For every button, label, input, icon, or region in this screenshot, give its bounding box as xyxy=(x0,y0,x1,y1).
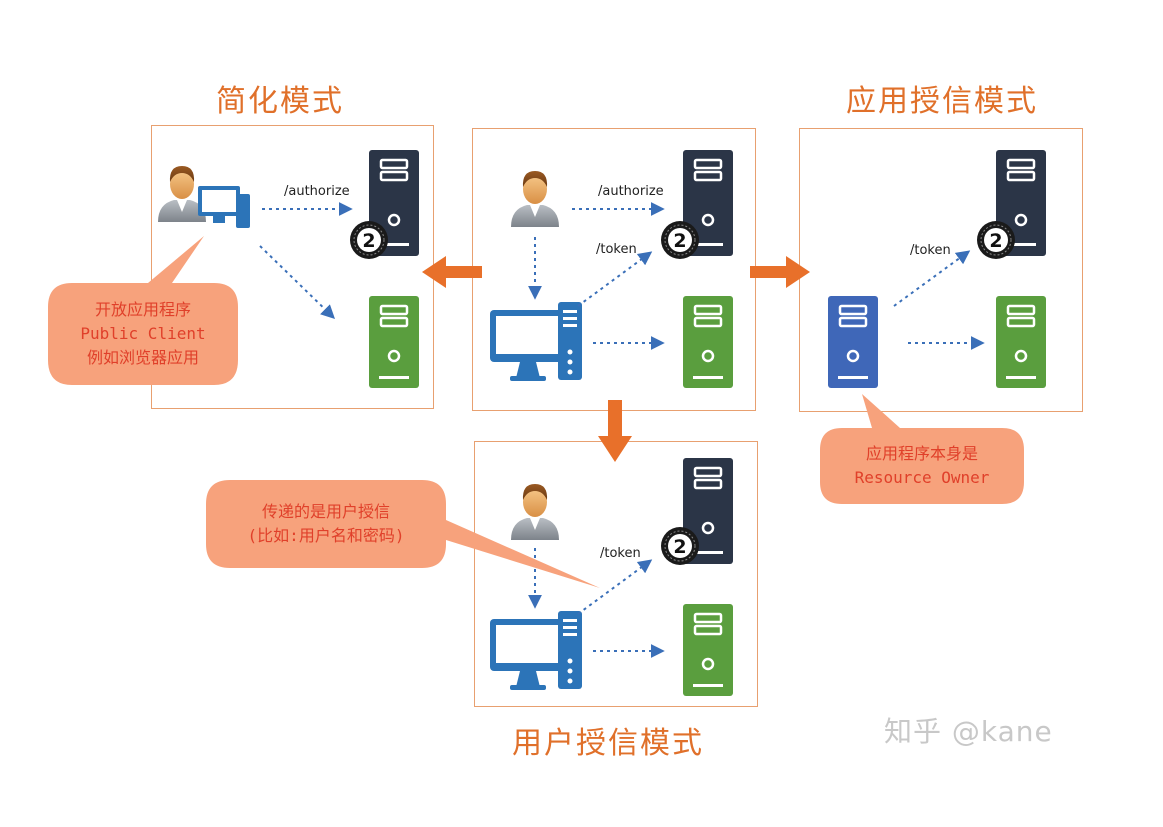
callout-line: (比如:用户名和密码) xyxy=(247,526,405,545)
badge-2-icon xyxy=(660,220,700,260)
label-authorize: /authorize xyxy=(284,184,350,199)
callout-client-credentials xyxy=(820,394,1024,504)
callout-password xyxy=(206,480,600,588)
callout-client-credentials-text: 应用程序本身是 Resource Owner xyxy=(820,442,1024,490)
badge-2-icon xyxy=(349,220,389,260)
callout-implicit-text: 开放应用程序 Public Client 例如浏览器应用 xyxy=(48,298,238,370)
badge-2-icon xyxy=(660,526,700,566)
label-token: /token xyxy=(910,243,951,258)
resource-server-icon xyxy=(367,294,421,390)
small-computer-icon xyxy=(198,186,250,228)
label-token: /token xyxy=(600,546,641,561)
resource-server-icon xyxy=(994,294,1048,390)
watermark: 知乎 @kane xyxy=(884,715,1053,748)
callout-line: 例如浏览器应用 xyxy=(86,348,199,367)
callout-line: Public Client xyxy=(80,324,206,343)
callout-password-text: 传递的是用户授信 (比如:用户名和密码) xyxy=(206,500,446,548)
computer-icon xyxy=(490,611,582,690)
computer-icon xyxy=(490,302,582,381)
user-icon xyxy=(511,484,559,540)
callout-line: 应用程序本身是 xyxy=(865,444,978,463)
callout-line: Resource Owner xyxy=(854,468,990,487)
callout-line: 传递的是用户授信 xyxy=(261,502,390,521)
user-icon xyxy=(511,171,559,227)
title-client-credentials: 应用授信模式 xyxy=(846,84,1038,119)
title-password: 用户授信模式 xyxy=(512,726,704,761)
callout-implicit xyxy=(48,236,238,385)
label-authorize: /authorize xyxy=(598,184,664,199)
resource-server-icon xyxy=(681,294,735,390)
badge-2-icon xyxy=(976,220,1016,260)
resource-server-icon xyxy=(681,602,735,698)
label-token: /token xyxy=(596,242,637,257)
title-implicit: 简化模式 xyxy=(216,84,344,119)
flow-arrows xyxy=(422,256,810,462)
app-server-icon xyxy=(826,294,880,390)
callout-line: 开放应用程序 xyxy=(94,300,191,319)
